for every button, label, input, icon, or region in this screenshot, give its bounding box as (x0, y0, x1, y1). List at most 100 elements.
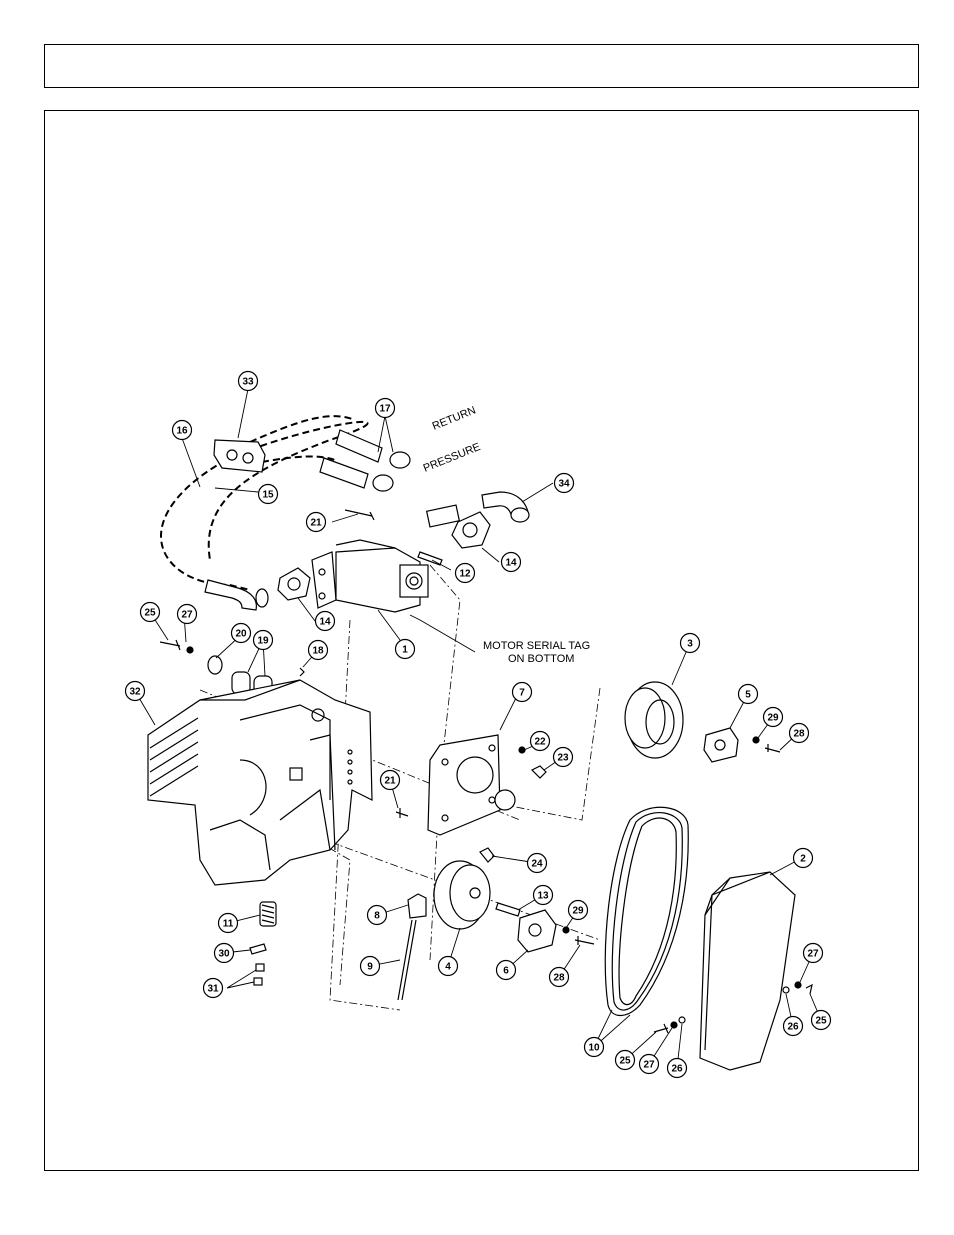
diagram-frame (44, 110, 919, 1171)
callout-25: 25 (139, 601, 161, 623)
callout-28: 28 (548, 966, 570, 988)
callout-number: 2 (800, 854, 806, 865)
elbow-fitting-34 (425, 491, 530, 528)
callout-2: 2 (792, 847, 814, 869)
callout-23: 23 (552, 746, 574, 768)
callout-number: 16 (176, 426, 188, 437)
callout-33: 33 (237, 370, 259, 392)
callout-26: 26 (666, 1057, 688, 1079)
belt-guard-32 (147, 679, 373, 886)
callout-number: 29 (767, 713, 779, 724)
callout-number: 12 (459, 569, 471, 580)
callout-circle (359, 955, 381, 977)
callout-circle (567, 899, 589, 921)
callout-21: 21 (305, 511, 327, 533)
centerline-4 (314, 839, 351, 986)
callout-3: 3 (679, 632, 701, 654)
callout-number: 19 (257, 636, 269, 647)
fitting-block-33 (213, 439, 266, 473)
callout-number: 22 (534, 737, 546, 748)
callout-circle (548, 966, 570, 988)
v-belts-10 (604, 806, 689, 1017)
hose-15-dashed (207, 420, 369, 561)
callout-number: 31 (207, 984, 219, 995)
nut-29-bottom (562, 926, 570, 934)
bolt-21-top (344, 509, 375, 521)
callout-circle (762, 706, 784, 728)
callout-16: 16 (171, 419, 193, 441)
callout-circle (810, 1009, 832, 1031)
washer-20 (207, 655, 223, 675)
header-title-box (44, 44, 919, 88)
callout-number: 21 (384, 776, 396, 787)
callout-circle (532, 884, 554, 906)
centerline-3 (479, 687, 601, 821)
callout-circle (679, 632, 701, 654)
callout-5: 5 (737, 683, 759, 705)
hose-16-dashed (160, 459, 251, 591)
callout-27: 27 (802, 942, 824, 964)
callout-circle (782, 1015, 804, 1037)
callout-circle (511, 681, 533, 703)
flange-14-right (451, 511, 491, 549)
callout-circle (176, 603, 198, 625)
callout-31: 31 (202, 977, 224, 999)
callout-circle (792, 847, 814, 869)
callout-circle (237, 370, 259, 392)
callout-circle (737, 683, 759, 705)
callout-circle (374, 397, 396, 419)
callout-circle (583, 1036, 605, 1058)
callout-13: 13 (532, 884, 554, 906)
callout-number: 10 (588, 1043, 600, 1054)
callout-28: 28 (788, 722, 810, 744)
hose-upper-dashed (249, 415, 356, 443)
callout-number: 4 (445, 962, 451, 973)
tensioner-8 (407, 893, 427, 919)
callout-25: 25 (614, 1049, 636, 1071)
callout-number: 3 (687, 639, 693, 650)
nut-27-left (186, 646, 194, 654)
callout-number: 26 (787, 1022, 799, 1033)
callout-circle (394, 638, 416, 660)
callout-34: 34 (553, 472, 575, 494)
callout-number: 6 (503, 966, 509, 977)
callout-circle (307, 639, 329, 661)
callout-circle (366, 904, 388, 926)
belt-cover-2 (699, 871, 796, 1071)
nut-31-a (255, 963, 265, 972)
callout-number: 23 (557, 753, 569, 764)
callout-32: 32 (124, 680, 146, 702)
motor-tag-label-line2: ON BOTTOM (508, 653, 574, 665)
callout-7: 7 (511, 681, 533, 703)
callout-number: 5 (745, 690, 751, 701)
washer-26-right (782, 986, 790, 994)
nut-24 (479, 847, 495, 863)
callout-circle (257, 483, 279, 505)
motor-tag-label-line1: MOTOR SERIAL TAG (483, 640, 590, 652)
bushing-6 (517, 909, 557, 953)
callout-21: 21 (379, 769, 401, 791)
callout-number: 27 (643, 1060, 655, 1071)
callout-circle (526, 852, 548, 874)
callout-number: 25 (619, 1056, 631, 1067)
callout-29: 29 (762, 706, 784, 728)
callout-circle (454, 562, 476, 584)
callout-27: 27 (176, 603, 198, 625)
callout-number: 21 (310, 518, 322, 529)
pulley-4 (433, 860, 491, 930)
bolt-28-bottom (574, 936, 595, 945)
callout-number: 27 (807, 949, 819, 960)
screw-25-bottom (653, 1023, 669, 1034)
callout-9: 9 (359, 955, 381, 977)
callout-number: 14 (505, 558, 517, 569)
callout-circle (213, 942, 235, 964)
callout-number: 27 (181, 610, 193, 621)
spring-11 (259, 901, 277, 927)
callout-18: 18 (307, 639, 329, 661)
callout-number: 8 (374, 911, 380, 922)
callout-14: 14 (500, 551, 522, 573)
screw-25-left (159, 639, 181, 651)
callout-circle (217, 912, 239, 934)
